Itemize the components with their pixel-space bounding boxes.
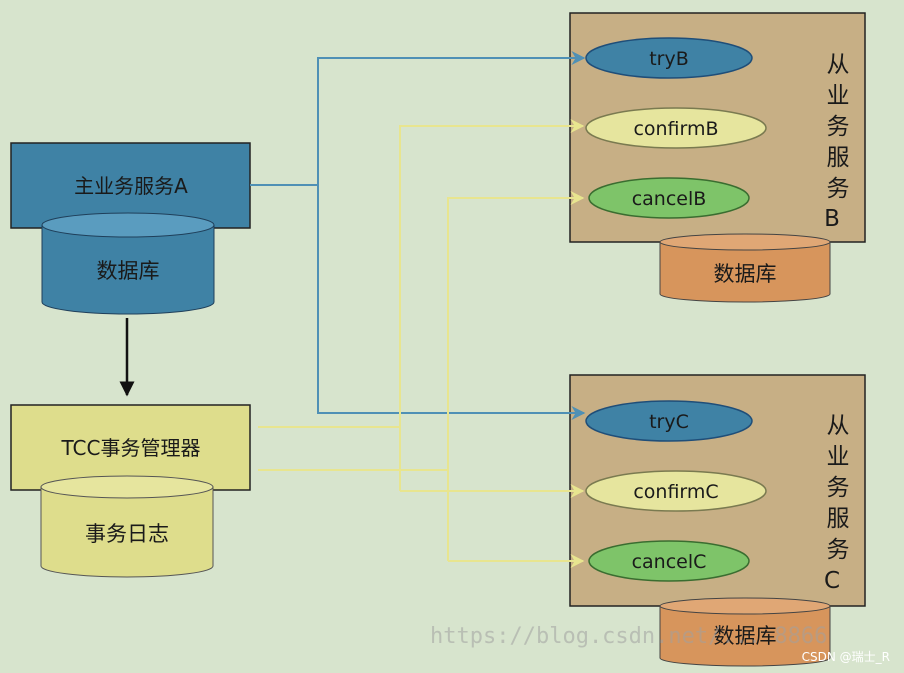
cancel-c-oval — [588, 540, 750, 582]
service-c-title-char: 业 — [827, 444, 850, 470]
try-c-label: tryC — [649, 411, 689, 433]
service-b-title-char: 服 — [827, 145, 850, 171]
confirm-b-oval — [585, 107, 767, 149]
service-c-title-char: 务 — [827, 475, 850, 501]
confirm-b-label: confirmB — [633, 118, 718, 140]
service-c-db-label: 数据库 — [714, 624, 777, 648]
cancel-c-label: cancelC — [632, 551, 707, 573]
try-connectors — [250, 51, 586, 420]
service-c-database: 数据库 — [659, 597, 831, 667]
service-c-title: 从 业 务 服 务 C — [824, 413, 850, 594]
service-b-title-char: B — [824, 206, 840, 232]
cancel-b-label: cancelB — [632, 188, 707, 210]
transaction-log-database: 事务日志 — [40, 475, 214, 578]
service-c-title-char: 服 — [827, 506, 850, 532]
confirm-c-label: confirmC — [633, 481, 718, 503]
service-b-db-label: 数据库 — [714, 262, 777, 286]
service-a-db-label: 数据库 — [97, 259, 160, 283]
service-b-database: 数据库 — [659, 233, 831, 303]
try-b-label: tryB — [649, 48, 689, 70]
confirm-cancel-connectors — [258, 119, 585, 568]
service-c-title-char: 务 — [827, 537, 850, 563]
service-b-title-char: 务 — [827, 176, 850, 202]
service-b-title-char: 务 — [827, 114, 850, 140]
service-b-title-char: 业 — [827, 83, 850, 109]
service-c-title-char: C — [824, 568, 840, 594]
watermark-text: https://blog.csdn.net/... 8866 — [430, 624, 828, 649]
service-b-title: 从 业 务 服 务 B — [824, 52, 849, 232]
main-service-a-label: 主业务服务A — [74, 174, 188, 198]
service-a-database: 数据库 — [41, 212, 215, 315]
csdn-credit: CSDN @瑞士_R — [801, 650, 890, 664]
confirm-c-oval — [585, 470, 767, 512]
service-b-title-char: 从 — [827, 52, 850, 78]
try-c-oval — [585, 400, 753, 442]
try-b-oval — [585, 37, 753, 79]
tcc-manager-label: TCC事务管理器 — [61, 436, 201, 460]
transaction-log-label: 事务日志 — [85, 522, 169, 546]
cancel-b-oval — [588, 177, 750, 219]
service-c-title-char: 从 — [827, 413, 850, 439]
